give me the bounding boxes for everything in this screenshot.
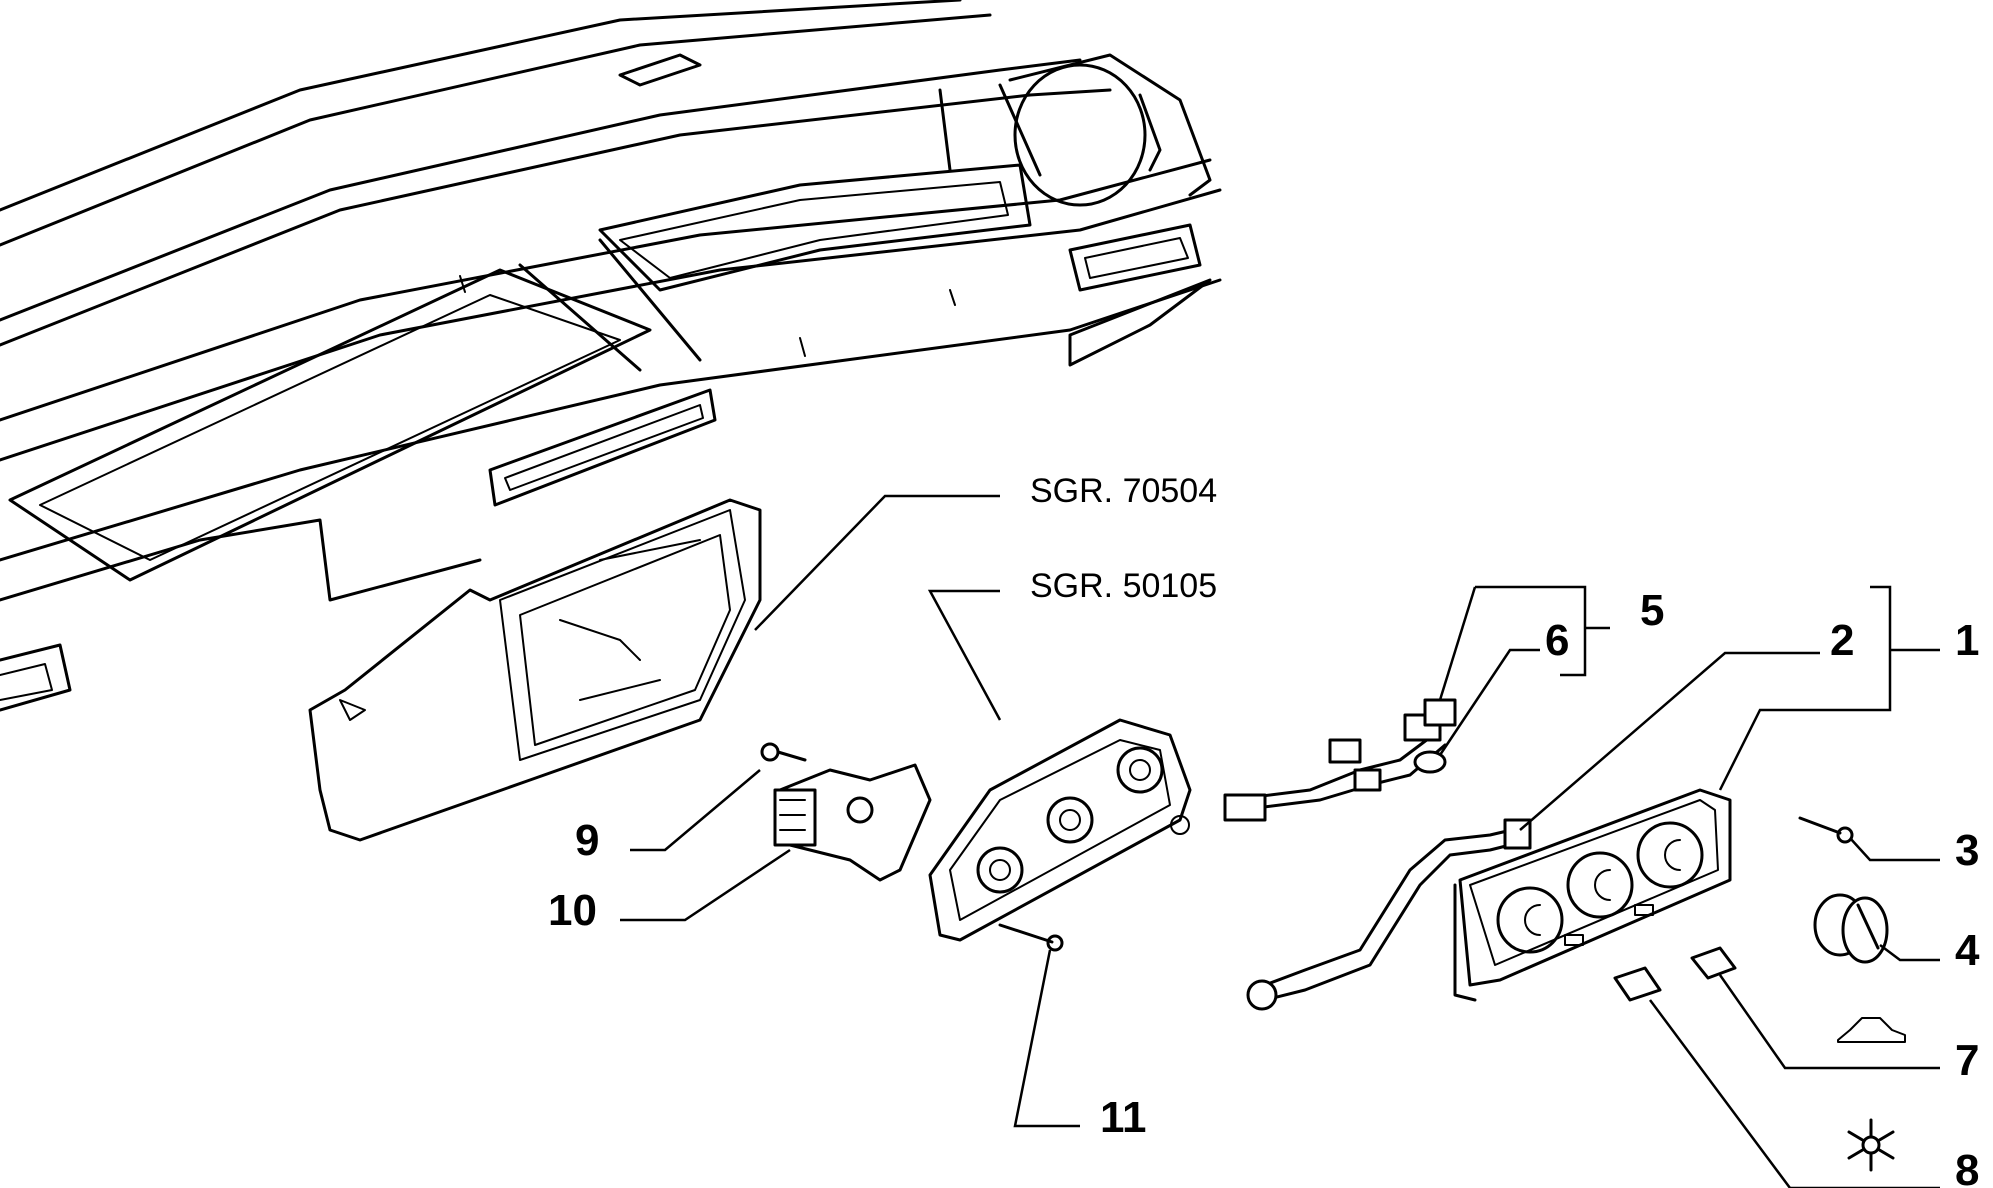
callout-8: 8 [1955, 1146, 1979, 1188]
callout-1: 1 [1955, 616, 1979, 665]
leader-lines [620, 494, 1940, 1188]
screw-9 [760, 742, 807, 762]
sgr-reference-a: SGR. 70504 [1030, 472, 1217, 510]
heater-control-housing [928, 718, 1192, 942]
callout-2: 2 [1830, 616, 1854, 665]
switch-8 [1613, 966, 1662, 1002]
callout-5: 5 [1640, 586, 1664, 635]
car-recirculation-icon [1837, 1017, 1906, 1043]
callout-3: 3 [1955, 826, 1979, 875]
callout-7: 7 [1955, 1036, 1979, 1085]
callout-10: 10 [548, 886, 597, 935]
control-panel [1453, 788, 1732, 1002]
sgr-reference-b: SGR. 50105 [1030, 567, 1217, 605]
lamp-bulb [1413, 750, 1447, 774]
switch-7 [1690, 946, 1737, 980]
callout-9: 9 [575, 816, 599, 865]
control-knob [1813, 893, 1889, 964]
console-bezel [308, 498, 762, 842]
dashboard-panel [0, 0, 1222, 712]
callout-11: 11 [1100, 1093, 1147, 1142]
screw-3 [1798, 816, 1854, 844]
screw-11 [998, 923, 1064, 952]
snowflake-icon [1847, 1118, 1895, 1172]
callout-4: 4 [1955, 926, 1980, 975]
callout-6: 6 [1545, 616, 1569, 665]
blower-resistor-module [773, 763, 932, 882]
